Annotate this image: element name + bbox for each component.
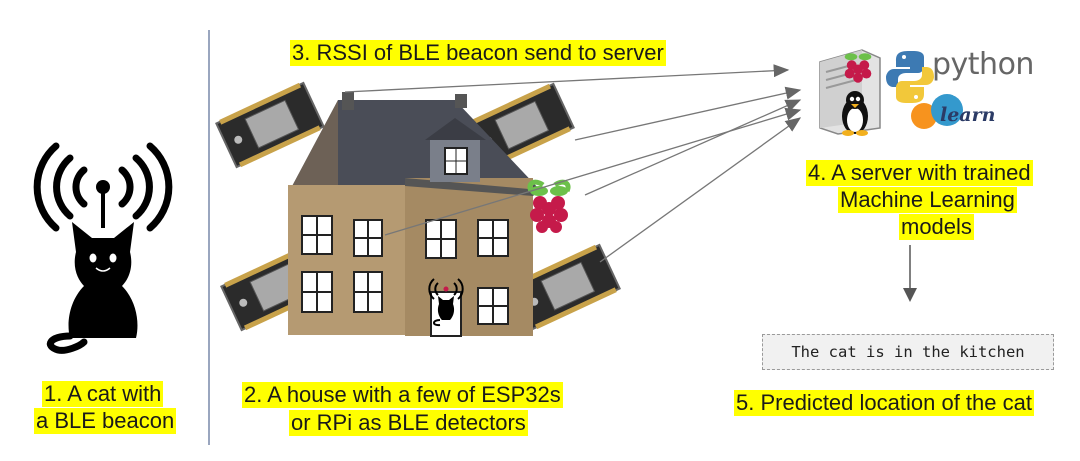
sklearn-logo-icon [911, 94, 963, 129]
wifi-signal-icon [33, 142, 173, 232]
step-4-line1: 4. A server with trained [806, 160, 1033, 186]
esp32-board-icon [215, 81, 325, 169]
beacon-cat-icon [33, 142, 173, 354]
step-1-line2: a BLE beacon [34, 408, 177, 434]
esp32-board-icon [511, 243, 621, 331]
small-beacon-cat-icon [428, 278, 464, 327]
raspberry-pi-icon [527, 179, 571, 233]
python-logo-icon [886, 51, 934, 103]
python-logo-label: python [932, 47, 1034, 82]
sklearn-logo-label: learn [940, 104, 996, 126]
step-2-line1: 2. A house with a few of ESP32s [242, 382, 563, 408]
step-3-label: 3. RSSI of BLE beacon send to server [290, 40, 666, 66]
step-2-line2: or RPi as BLE detectors [289, 410, 528, 436]
step-4-line2: Machine Learning [838, 187, 1017, 213]
section-divider [208, 30, 210, 445]
tux-penguin-icon [842, 91, 868, 136]
step-1-line1: 1. A cat with [42, 381, 164, 407]
step-5-label: 5. Predicted location of the cat [734, 390, 1034, 416]
prediction-output-box: The cat is in the kitchen [762, 334, 1054, 370]
arrow-icon [344, 64, 802, 263]
cat-icon [46, 222, 138, 354]
step-4-line3: models [899, 214, 974, 240]
sklearn-sub-mark: scikit [953, 91, 969, 98]
house-illustration [288, 92, 540, 337]
arrow-icon [903, 245, 917, 302]
raspberry-pi-icon [844, 53, 872, 83]
